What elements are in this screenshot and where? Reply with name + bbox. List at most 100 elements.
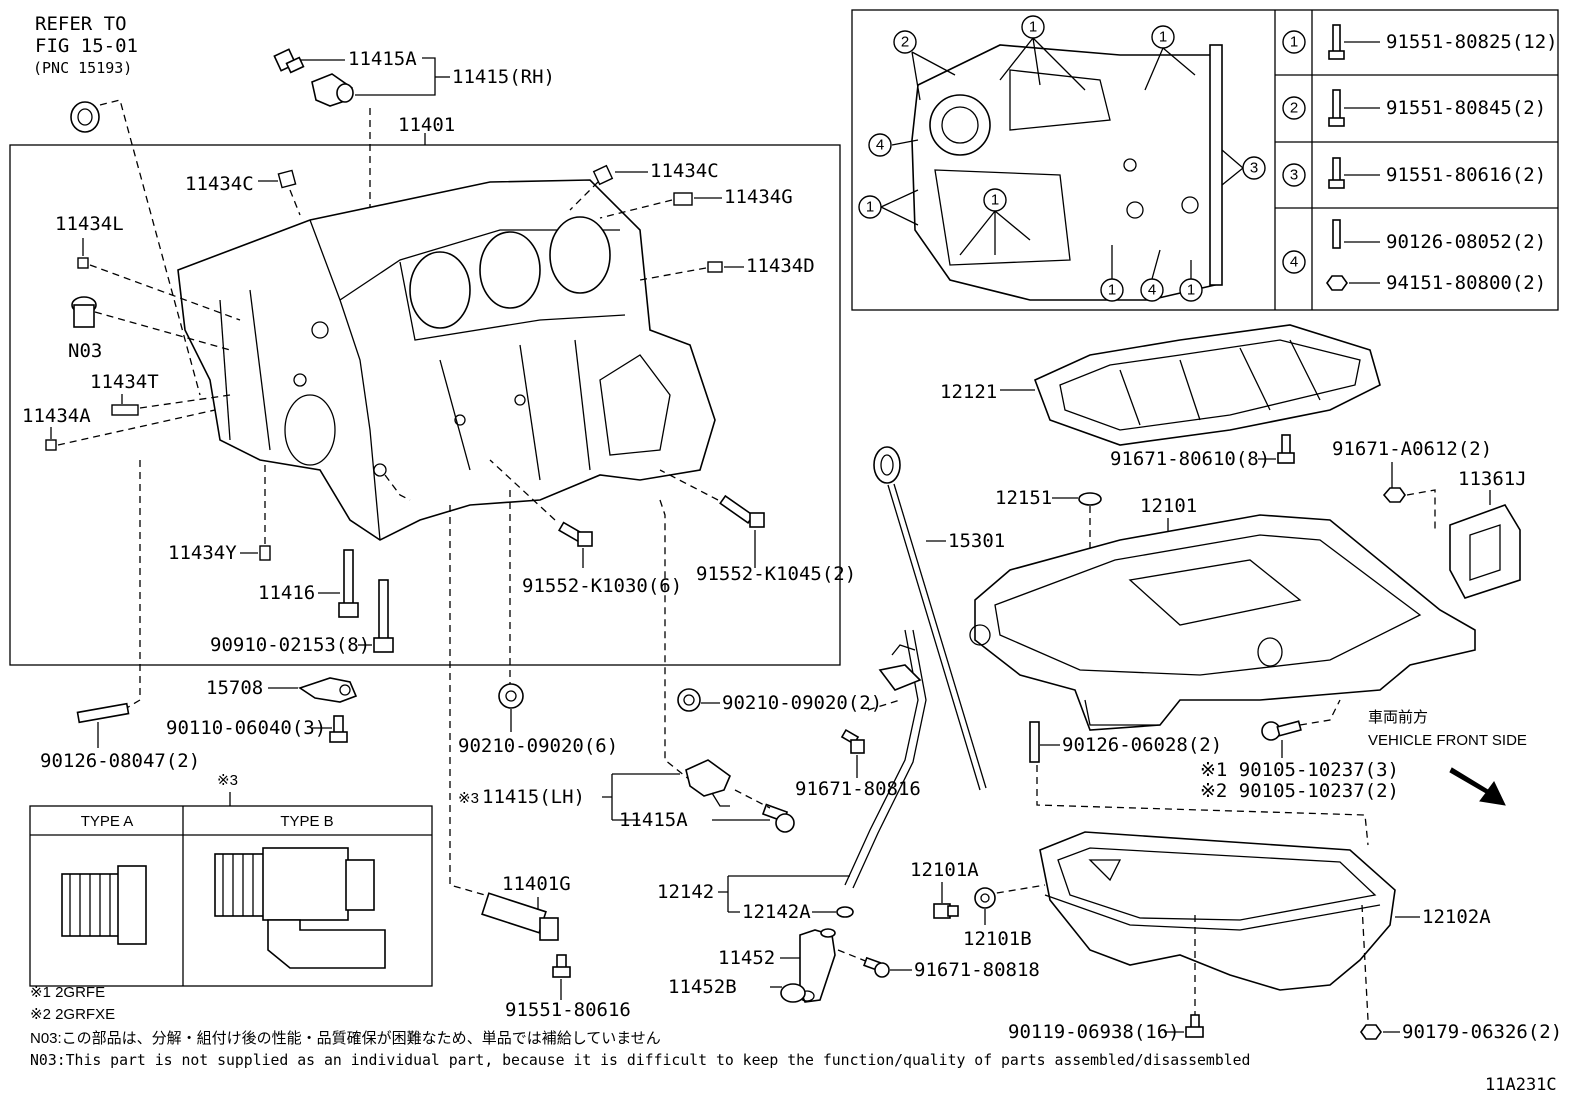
knock-sensor-11401g — [481, 892, 559, 941]
svg-text:4: 4 — [876, 137, 884, 154]
washer-90210-2 — [677, 688, 701, 712]
plug-11434c-left — [277, 169, 297, 189]
label-91671-80610: 91671-80610(8) — [1110, 448, 1270, 470]
label-91551-80616: 91551-80616 — [505, 999, 631, 1021]
label-91671-80816: 91671-80816 — [795, 778, 921, 800]
svg-text:1: 1 — [1029, 19, 1037, 36]
bolt-91671-80816 — [840, 728, 865, 754]
pin-11434t — [111, 404, 139, 416]
plug-11434g — [673, 192, 693, 206]
label-90210-2: 90210-09020(2) — [722, 692, 882, 714]
label-90126-08047: 90126-08047(2) — [40, 750, 200, 772]
label-11401g: 11401G — [502, 873, 571, 895]
label-91671-80818: 91671-80818 — [914, 959, 1040, 981]
label-11434c-left: 11434C — [185, 173, 254, 195]
label-90210-6: 90210-09020(6) — [458, 735, 618, 757]
bolt-91671-80818 — [863, 956, 890, 978]
label-12142: 12142 — [657, 881, 714, 903]
cover-11361j — [1449, 504, 1521, 599]
label-11434t: 11434T — [90, 371, 159, 393]
oil-pressure-sensor-lh — [685, 759, 731, 807]
cylinder-block — [177, 179, 716, 541]
o-ring-11452b — [780, 983, 806, 1003]
type-a-plug — [61, 865, 147, 945]
bolt-91552-k1030 — [558, 521, 593, 547]
label-12142a: 12142A — [742, 901, 811, 923]
label-11415-lh: 11415(LH) — [482, 786, 585, 808]
label-n03: N03 — [68, 340, 102, 362]
pin-11434y — [259, 545, 271, 561]
stiffening-plate-12121 — [1033, 324, 1381, 446]
label-11434c-right: 11434C — [650, 160, 719, 182]
refer-line-1: REFER TO — [35, 13, 127, 35]
bolt-table: 1 2 3 4 91551-80825(12) 91551-80845(2) 9… — [1282, 24, 1558, 294]
label-15708: 15708 — [206, 677, 263, 699]
table-part-2: 91551-80845(2) — [1386, 97, 1546, 119]
svg-text:1: 1 — [1187, 282, 1195, 299]
refer-line-3: (PNC 15193) — [33, 59, 132, 77]
drain-plug-12101a — [933, 903, 959, 919]
label-15301: 15301 — [948, 530, 1005, 552]
bolt-90119-06938 — [1185, 1014, 1204, 1038]
label-11434g: 11434G — [724, 186, 793, 208]
bolt-layout-inset — [851, 9, 1559, 311]
bolt-91671-a0612 — [1382, 487, 1406, 503]
oil-pan-12101 — [969, 514, 1476, 731]
svg-text:4: 4 — [1148, 282, 1156, 299]
type-box-mark: ※3 — [217, 772, 238, 789]
stud-90126-08047 — [76, 702, 130, 724]
refer-line-2: FIG 15-01 — [35, 35, 138, 57]
bolt-91671-80610 — [1277, 434, 1295, 464]
bolt-90105-10237 — [1261, 720, 1302, 741]
note3-mark: ※3 — [458, 790, 479, 807]
oil-pan-12102a — [1039, 831, 1396, 991]
plug-11434c-right — [592, 164, 614, 186]
o-ring-12151 — [1078, 492, 1102, 506]
label-12101b: 12101B — [963, 928, 1032, 950]
figure-code: 11A231C — [1485, 1075, 1557, 1095]
label-11401: 11401 — [398, 114, 455, 136]
label-90105-2: ※2 90105-10237(2) — [1200, 780, 1399, 802]
washer-90210-6 — [498, 683, 524, 709]
dipstick-guide-12142 — [844, 629, 927, 889]
table-num-1: 1 — [1290, 34, 1298, 51]
label-11434y: 11434Y — [168, 542, 237, 564]
bolt-11416 — [338, 549, 359, 618]
nut-90179-06326 — [1360, 1024, 1382, 1040]
label-91552-k1045: 91552-K1045(2) — [696, 563, 856, 585]
table-num-2: 2 — [1290, 100, 1298, 117]
dipstick-15301 — [873, 446, 987, 791]
svg-text:3: 3 — [1250, 160, 1258, 177]
label-12121: 12121 — [940, 381, 997, 403]
label-91552-k1030: 91552-K1030(6) — [522, 575, 682, 597]
front-arrow-icon — [1449, 767, 1506, 806]
pin-11434a — [45, 439, 57, 451]
svg-text:1: 1 — [1108, 282, 1116, 299]
svg-text:2: 2 — [901, 34, 909, 51]
label-11416: 11416 — [258, 582, 315, 604]
front-jp: 車両前方 — [1368, 709, 1428, 726]
label-12101: 12101 — [1140, 495, 1197, 517]
table-part-4a: 90126-08052(2) — [1386, 231, 1546, 253]
label-11434d: 11434D — [746, 255, 815, 277]
label-11434a: 11434A — [22, 405, 91, 427]
label-91671-a0612: 91671-A0612(2) — [1332, 438, 1492, 460]
label-90179: 90179-06326(2) — [1402, 1021, 1562, 1043]
table-part-4b: 94151-80800(2) — [1386, 272, 1546, 294]
label-12101a: 12101A — [910, 859, 979, 881]
ladder-frame-outline — [911, 44, 1223, 301]
label-90119: 90119-06938(16) — [1008, 1021, 1180, 1043]
pin-11434d — [707, 261, 723, 273]
pin-11434l — [77, 257, 89, 269]
label-90126-06028: 90126-06028(2) — [1062, 734, 1222, 756]
label-90110: 90110-06040(3) — [166, 717, 326, 739]
inset-callouts: 2 1 1 4 3 1 1 1 4 1 — [858, 15, 1266, 302]
type-box — [29, 805, 433, 987]
bolt-91552-k1045 — [719, 494, 765, 528]
note-n03-jp: N03:この部品は、分解・組付け後の性能・品質確保が困難なため、単品では補給して… — [30, 1029, 661, 1047]
note-2: ※2 2GRFXE — [30, 1006, 115, 1023]
label-11452b: 11452B — [668, 976, 737, 998]
bolt-11415a-bottom — [761, 803, 795, 833]
label-11434l: 11434L — [55, 213, 124, 235]
